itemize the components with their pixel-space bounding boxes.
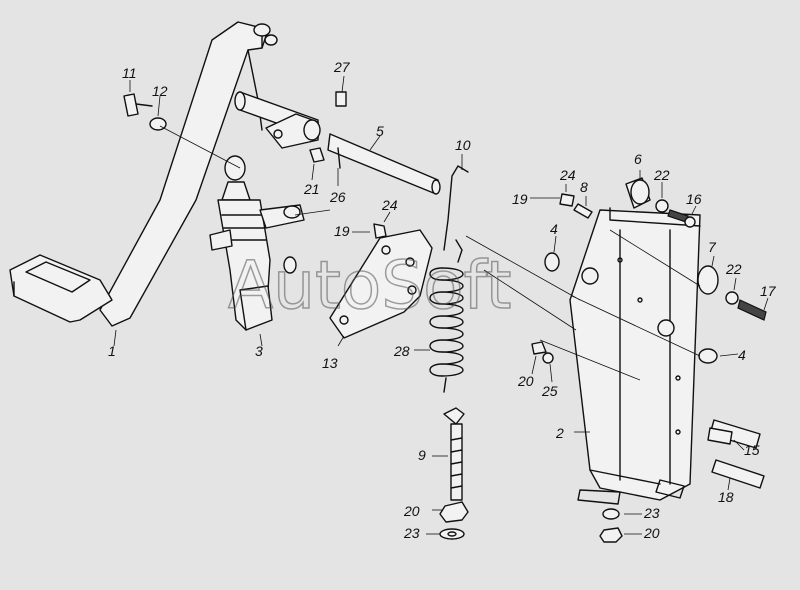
callout-4a: 4	[550, 221, 558, 237]
callout-17: 17	[760, 283, 777, 299]
callout-24a: 24	[381, 197, 398, 213]
callout-19a: 19	[334, 223, 350, 239]
callout-24b: 24	[559, 167, 576, 183]
bolt-bushing-part	[123, 93, 241, 169]
pedal-part	[9, 21, 278, 327]
callout-4b: 4	[738, 347, 746, 363]
callout-22a: 22	[653, 167, 670, 183]
callout-27: 27	[333, 59, 351, 75]
callout-5: 5	[376, 123, 384, 139]
callout-11: 11	[122, 65, 137, 81]
callout-19b: 19	[512, 191, 528, 207]
adjusting-bolt-part	[439, 407, 469, 540]
callout-7: 7	[708, 239, 717, 255]
right-hardware-parts	[373, 177, 767, 543]
callout-20b: 20	[403, 503, 420, 519]
callout-13: 13	[322, 355, 338, 371]
pedal-shaft-part	[234, 91, 441, 195]
watermark-text: AutoSoft	[228, 247, 511, 324]
callout-9: 9	[418, 447, 426, 463]
callout-25: 25	[541, 383, 558, 399]
callout-15: 15	[744, 442, 760, 458]
callout-16: 16	[686, 191, 702, 207]
main-bracket-part	[569, 207, 701, 505]
callout-23b: 23	[643, 505, 660, 521]
callout-21: 21	[303, 181, 320, 197]
callout-18: 18	[718, 489, 734, 505]
callout-6: 6	[634, 151, 642, 167]
callout-23a: 23	[403, 525, 420, 541]
callout-8: 8	[580, 179, 588, 195]
callout-1: 1	[108, 343, 116, 359]
return-spring-part	[429, 165, 469, 393]
callout-3: 3	[255, 343, 263, 359]
clutch-master-cylinder-part	[209, 155, 331, 331]
callout-26: 26	[329, 189, 346, 205]
callout-20c: 20	[643, 525, 660, 541]
callout-2: 2	[555, 425, 564, 441]
callout-22b: 22	[725, 261, 742, 277]
callout-12: 12	[152, 83, 168, 99]
callout-leaders	[113, 75, 769, 535]
bracket-plate-part	[329, 229, 433, 339]
callout-28: 28	[393, 343, 410, 359]
callout-10: 10	[455, 137, 471, 153]
callout-labels: 1 2 3 4 4 5 6 7 8 9 10 11 12 13 15 16 17…	[108, 59, 777, 541]
callout-20a: 20	[517, 373, 534, 389]
